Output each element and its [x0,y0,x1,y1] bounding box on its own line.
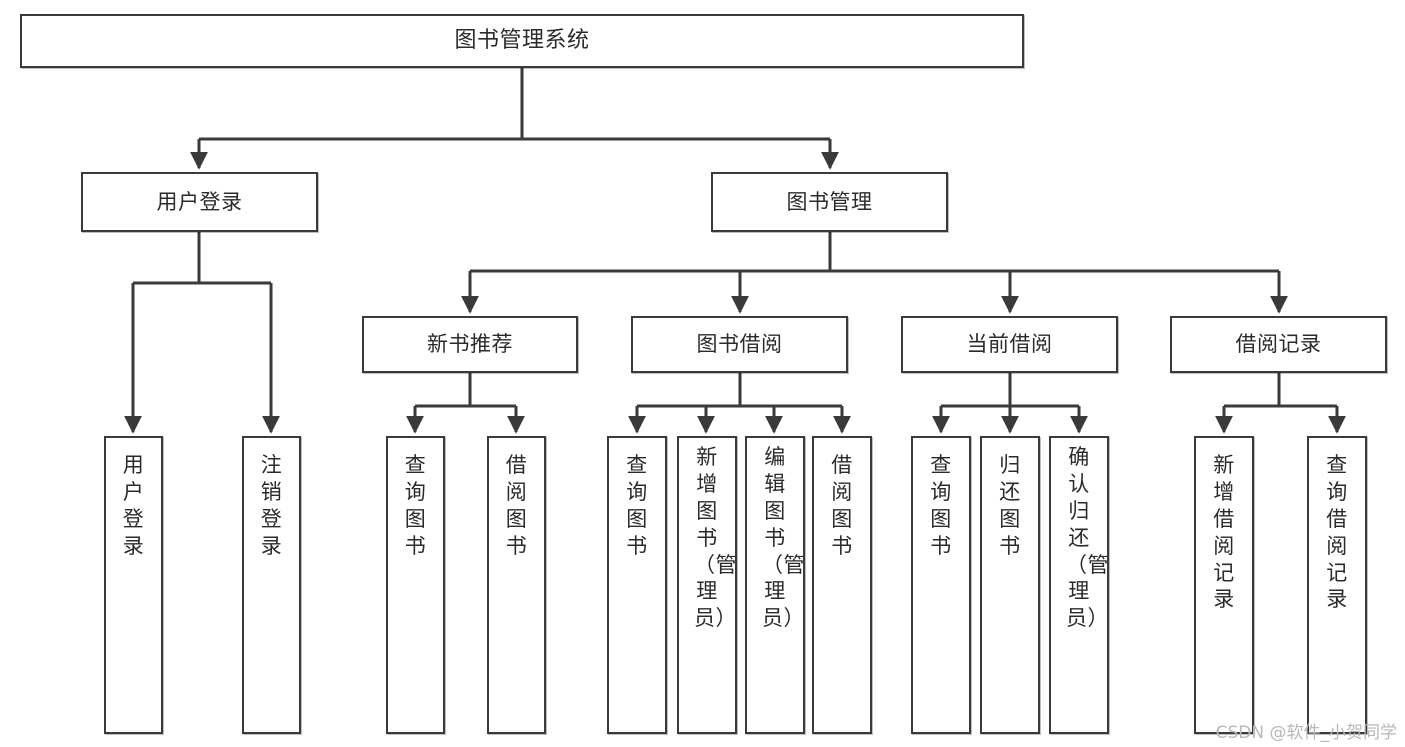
node-label: 注销登录 [260,453,283,558]
node-label: 借阅记录 [1235,332,1322,357]
leaf-book-borrow-query-books[interactable]: 查询图书 [607,436,667,734]
leaf-current-borrow-query-books[interactable]: 查询图书 [911,436,971,734]
node-book-borrowing[interactable]: 图书借阅 [631,316,848,373]
leaf-borrow-record-query-record[interactable]: 查询借阅记录 [1307,436,1367,734]
leaf-book-borrow-edit-book-admin[interactable]: 编辑图书（管理员） [745,436,805,734]
leaf-current-borrow-confirm-return-admin[interactable]: 确认归还（管理员） [1049,436,1109,734]
node-label: 图书管理 [786,189,873,214]
leaf-user-login-login[interactable]: 用户登录 [104,436,163,734]
leaf-book-borrow-add-book-admin[interactable]: 新增图书（管理员） [677,436,737,734]
node-label: 图书借阅 [696,332,783,357]
node-label: 归还图书 [999,453,1021,558]
node-label: 用户登录 [122,453,145,558]
node-label: 新增借阅记录 [1213,453,1235,612]
node-label: 借阅图书 [505,453,528,558]
node-label: 查询图书 [404,453,427,558]
node-label: 查询借阅记录 [1326,453,1348,612]
node-new-book-recommendation[interactable]: 新书推荐 [362,316,578,373]
leaf-new-book-query-books[interactable]: 查询图书 [386,436,445,734]
node-label: 新书推荐 [427,332,513,357]
node-borrowing-record[interactable]: 借阅记录 [1170,316,1387,373]
leaf-current-borrow-return-books[interactable]: 归还图书 [980,436,1040,734]
node-label: 当前借阅 [966,332,1053,357]
csdn-watermark: CSDN @软件_小贺同学 [1215,723,1397,743]
node-label: 查询图书 [626,453,648,558]
leaf-new-book-borrow-books[interactable]: 借阅图书 [487,436,546,734]
node-label: 新增图书（管理员） [694,445,737,631]
node-book-management[interactable]: 图书管理 [711,172,948,232]
node-current-borrowing[interactable]: 当前借阅 [901,316,1118,373]
leaf-book-borrow-borrow-books[interactable]: 借阅图书 [812,436,872,734]
node-user-login[interactable]: 用户登录 [81,172,318,232]
node-label: 确认归还（管理员） [1066,445,1109,631]
node-label: 借阅图书 [831,453,853,558]
node-root-system[interactable]: 图书管理系统 [20,14,1024,68]
leaf-borrow-record-add-record[interactable]: 新增借阅记录 [1194,436,1254,734]
leaf-user-login-logout[interactable]: 注销登录 [242,436,301,734]
node-label: 查询图书 [930,453,952,558]
node-label: 用户登录 [156,189,243,214]
node-label: 图书管理系统 [454,28,590,54]
node-label: 编辑图书（管理员） [762,445,805,631]
